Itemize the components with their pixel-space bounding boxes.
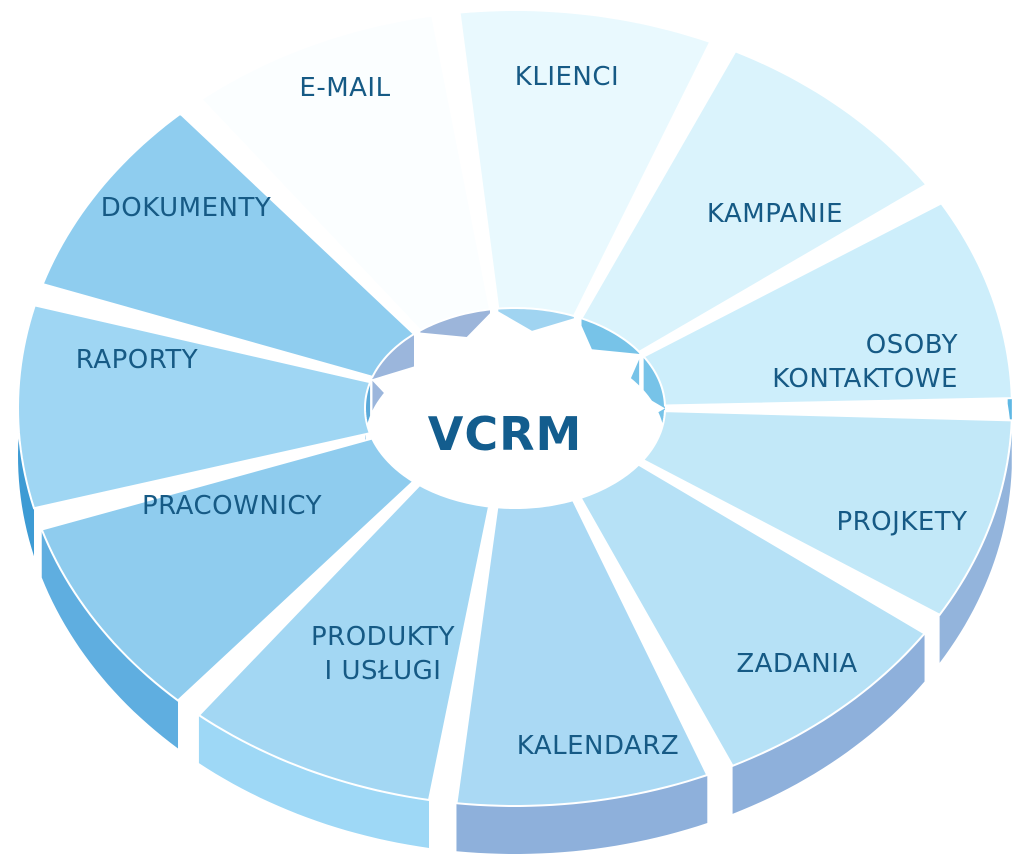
segment-label-line: ZADANIA: [736, 649, 857, 679]
segment-zadania[interactable]: [579, 463, 927, 768]
segment-kampanie[interactable]: [580, 50, 928, 354]
segment-label-line: RAPORTY: [76, 345, 198, 375]
segment-label-line: DOKUMENTY: [101, 193, 271, 223]
segment-label-line: OSOBY: [866, 330, 958, 360]
segment-label-produkty: PRODUKTY I USŁUGI: [311, 622, 455, 686]
segment-label-line: PRODUKTY: [311, 622, 455, 652]
wheel-hub: [370, 308, 665, 507]
segment-label-klienci: KLIENCI: [515, 62, 619, 92]
segment-dokumenty[interactable]: [41, 112, 416, 379]
segment-label-kalendarz: KALENDARZ: [517, 731, 679, 761]
segment-side-projkety: [939, 420, 1012, 663]
segment-side-zadania: [732, 633, 925, 814]
segment-side-kalendarz: [456, 774, 708, 854]
segment-label-line: PROJKETY: [836, 507, 967, 537]
hub-star: [370, 308, 665, 507]
segment-label-zadania: ZADANIA: [736, 649, 857, 679]
segment-label-line: KLIENCI: [515, 62, 619, 92]
segment-inner-osoby: [643, 356, 665, 440]
segment-kalendarz[interactable]: [455, 499, 709, 807]
segment-label-pracownicy: PRACOWNICY: [142, 491, 322, 521]
segment-label-raporty: RAPORTY: [76, 345, 198, 375]
segment-label-kampanie: KAMPANIE: [707, 199, 843, 229]
wheel-tops: [17, 9, 1013, 807]
segment-klienci[interactable]: [458, 9, 712, 318]
segment-produkty[interactable]: [197, 483, 491, 802]
segment-label-dokumenty: DOKUMENTY: [101, 193, 271, 223]
segment-label-email: E-MAIL: [299, 73, 390, 103]
segment-label-line: KAMPANIE: [707, 199, 843, 229]
segment-label-line: E-MAIL: [299, 73, 390, 103]
segment-projkety[interactable]: [641, 410, 1013, 617]
segment-label-projkety: PROJKETY: [836, 507, 967, 537]
segment-label-line: KONTAKTOWE: [772, 364, 958, 394]
segment-label-osoby: OSOBY KONTAKTOWE: [772, 330, 958, 394]
segment-labels: KLIENCI KAMPANIE OSOBY KONTAKTOWE PROJKETY ZA…: [76, 62, 967, 761]
segment-side-raporty: [18, 355, 35, 557]
segment-raporty[interactable]: [17, 304, 372, 510]
center-label: VCRM: [428, 407, 583, 461]
segment-pracownicy[interactable]: [40, 437, 415, 702]
segment-email[interactable]: [199, 14, 492, 332]
segment-label-line: PRACOWNICY: [142, 491, 322, 521]
segment-label-line: I USŁUGI: [325, 656, 442, 686]
segment-osoby[interactable]: [642, 202, 1013, 407]
segment-label-line: KALENDARZ: [517, 731, 679, 761]
